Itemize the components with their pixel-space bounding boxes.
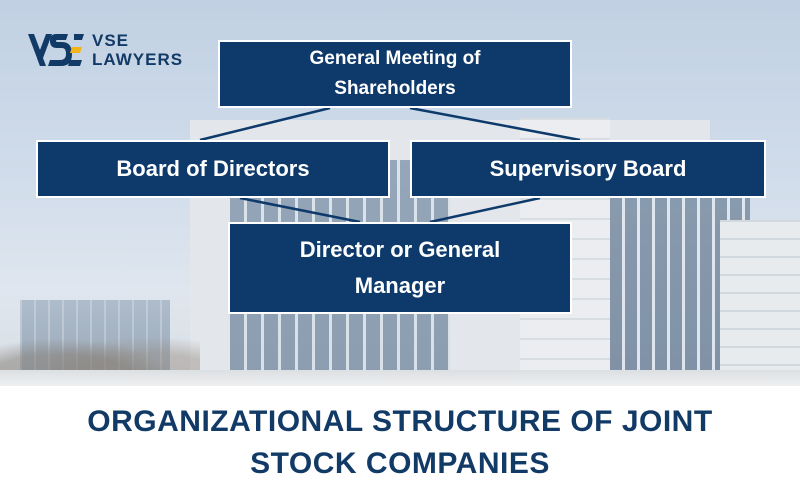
footer-title-band: ORGANIZATIONAL STRUCTURE OF JOINT STOCK … bbox=[0, 386, 800, 500]
title-line-2: STOCK COMPANIES bbox=[250, 447, 550, 480]
title-line-1: ORGANIZATIONAL STRUCTURE OF JOINT bbox=[87, 405, 713, 438]
gms-line-2: Shareholders bbox=[334, 78, 456, 99]
director-or-general-manager-box: Director or General Manager bbox=[228, 222, 572, 314]
vse-lawyers-logo: VSE LAWYERS bbox=[26, 30, 183, 70]
connector-sup-to-dir bbox=[429, 196, 541, 224]
logo-wordmark: VSE LAWYERS bbox=[92, 31, 183, 69]
board-of-directors-box: Board of Directors bbox=[36, 140, 390, 198]
general-meeting-of-shareholders-box: General Meeting of Shareholders bbox=[218, 40, 572, 108]
supervisory-board-box: Supervisory Board bbox=[410, 140, 766, 198]
director-line-2: Manager bbox=[354, 273, 446, 298]
logo-line-2: LAWYERS bbox=[92, 50, 184, 69]
connector-bod-to-dir bbox=[239, 196, 361, 224]
gms-line-1: General Meeting of bbox=[309, 48, 481, 69]
director-line-1: Director or General bbox=[299, 237, 501, 262]
page-title: ORGANIZATIONAL STRUCTURE OF JOINT STOCK … bbox=[87, 401, 712, 485]
connector-gms-to-sup bbox=[409, 106, 581, 142]
supervisory-board-label: Supervisory Board bbox=[489, 156, 687, 181]
logo-line-1: VSE bbox=[92, 31, 130, 50]
ground bbox=[0, 370, 800, 386]
board-of-directors-label: Board of Directors bbox=[116, 156, 310, 181]
building-right-wing bbox=[720, 220, 800, 386]
connector-gms-to-bod bbox=[199, 106, 331, 142]
org-connectors bbox=[199, 106, 581, 224]
vse-logo-mark-icon bbox=[28, 34, 84, 66]
